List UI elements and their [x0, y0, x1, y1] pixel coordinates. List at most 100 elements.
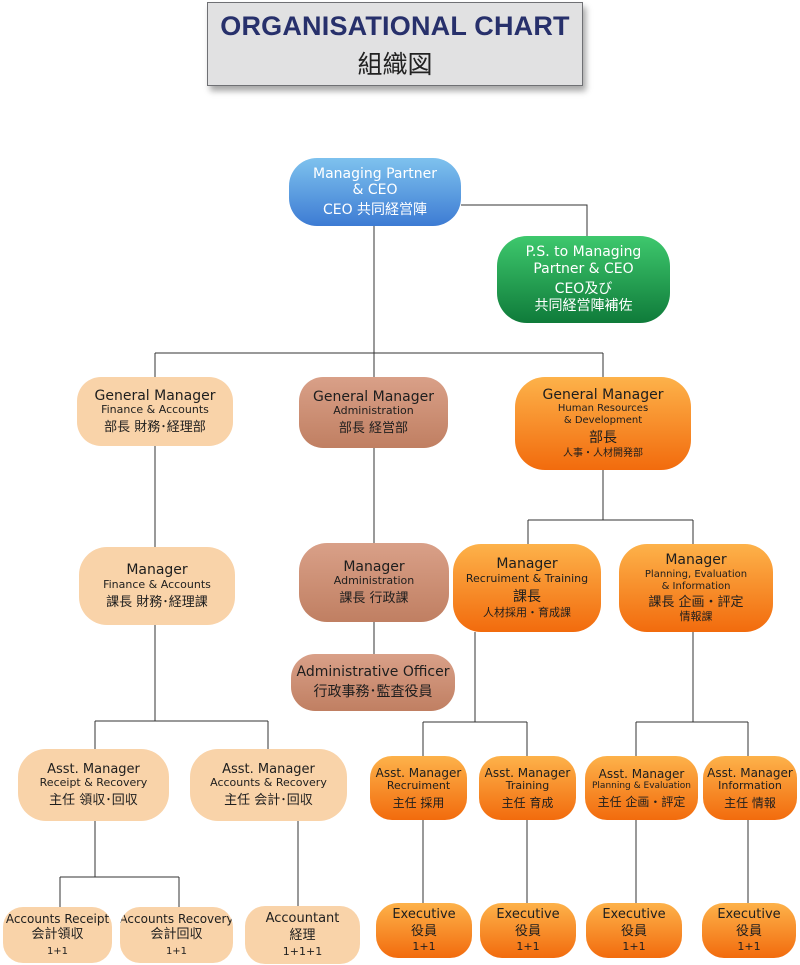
node-manager-recruitment-training: Manager Recruiment & Training 課長 人材採用・育成…: [453, 544, 601, 632]
node-title: Accounts Receipt: [5, 911, 110, 926]
node-title: Manager: [126, 562, 188, 579]
node-am-information: Asst. Manager Information 主任 情報: [703, 756, 797, 820]
node-gm-finance: General Manager Finance & Accounts 部長 財務…: [77, 377, 233, 446]
node-title: Executive: [717, 907, 781, 923]
node-japanese-2: 人材採用・育成課: [483, 606, 571, 620]
node-manager-planning-evaluation: Manager Planning, Evaluation & Informati…: [619, 544, 773, 632]
node-japanese: 主任 領収･回収: [49, 792, 138, 808]
node-subtitle: Human Resources: [557, 403, 649, 415]
node-count: 1+1: [412, 939, 436, 953]
node-title: Executive: [392, 907, 456, 923]
node-subtitle-2: & Information: [661, 580, 731, 592]
node-count: 1+1: [46, 946, 69, 958]
node-japanese: 行政事務･監査役員: [313, 684, 433, 700]
node-title: Executive: [602, 907, 666, 923]
node-japanese: 課長 財務･経理課: [106, 594, 208, 610]
node-am-accounts-recovery: Asst. Manager Accounts & Recovery 主任 会計･…: [190, 749, 347, 821]
node-title: Asst. Manager: [707, 765, 793, 780]
node-japanese: 役員: [514, 923, 541, 939]
node-subtitle-2: & Development: [563, 415, 643, 427]
node-am-training: Asst. Manager Training 主任 育成: [479, 756, 576, 820]
node-japanese: 主任 企画・評定: [597, 794, 686, 809]
chart-title-japanese: 組織図: [357, 50, 433, 79]
node-title: Executive: [496, 907, 560, 923]
node-japanese: 経理: [289, 927, 316, 943]
node-executive-4: Executive 役員 1+1: [702, 903, 796, 958]
node-subtitle: Receipt & Recovery: [39, 776, 148, 790]
node-subtitle: Planning, Evaluation: [644, 568, 748, 580]
node-subtitle: Administration: [333, 574, 415, 588]
node-japanese: 課長 企画・評定: [648, 595, 744, 611]
node-japanese: 部長 財務･経理部: [104, 420, 206, 436]
node-japanese: 課長: [513, 588, 541, 605]
node-title: Asst. Manager: [222, 761, 315, 777]
node-subtitle: Finance & Accounts: [101, 403, 209, 417]
node-am-planning-evaluation: Asst. Manager Planning & Evaluation 主任 企…: [585, 756, 698, 820]
node-count: 1+1: [622, 939, 646, 953]
title-box: ORGANISATIONAL CHART 組織図: [207, 2, 583, 86]
node-japanese: 部長: [589, 429, 617, 446]
node-count: 1+1: [737, 939, 761, 953]
node-manager-finance: Manager Finance & Accounts 課長 財務･経理課: [79, 547, 235, 625]
node-japanese: 役員: [410, 923, 437, 939]
chart-title: ORGANISATIONAL CHART: [220, 11, 570, 41]
node-am-recruitment: Asst. Manager Recruiment 主任 採用: [370, 756, 467, 820]
node-japanese: 主任 情報: [724, 795, 776, 810]
node-japanese: 役員: [620, 923, 647, 939]
node-title: General Manager: [542, 386, 664, 403]
node-japanese: 会計回収: [150, 927, 203, 943]
node-title: General Manager: [94, 387, 216, 404]
node-administrative-officer: Administrative Officer 行政事務･監査役員: [291, 654, 455, 711]
node-count: 1+1+1: [282, 944, 323, 958]
node-subtitle: Finance & Accounts: [103, 577, 211, 591]
node-title-2: Partner & CEO: [533, 260, 634, 277]
node-japanese: CEO 共同経営陣: [322, 201, 428, 218]
node-gm-human-resources: General Manager Human Resources & Develo…: [515, 377, 691, 470]
node-japanese: CEO及び: [554, 280, 613, 297]
node-japanese-2: 情報課: [679, 609, 713, 623]
node-japanese-2: 人事・人材開発部: [563, 448, 643, 460]
node-subtitle: Information: [718, 779, 782, 793]
node-subtitle: Administration: [333, 404, 414, 418]
node-title: Manager: [343, 558, 405, 575]
node-japanese: 主任 育成: [501, 795, 554, 810]
node-title: Asst. Manager: [375, 765, 462, 780]
node-subtitle: Recruiment: [386, 779, 451, 793]
node-accounts-receipt: Accounts Receipt 会計領収 1+1: [3, 907, 112, 963]
node-count: 1+1: [516, 939, 540, 953]
node-title: Asst. Manager: [484, 765, 571, 780]
node-executive-2: Executive 役員 1+1: [480, 903, 576, 958]
node-title: General Manager: [313, 388, 434, 405]
node-am-receipt-recovery: Asst. Manager Receipt & Recovery 主任 領収･回…: [18, 749, 169, 821]
node-manager-administration: Manager Administration 課長 行政課: [299, 543, 449, 622]
node-japanese: 会計領収: [31, 927, 84, 943]
node-title: Managing Partner: [313, 165, 437, 182]
node-managing-partner-ceo: Managing Partner & CEO CEO 共同経営陣: [289, 158, 461, 226]
node-title: Manager: [496, 556, 558, 573]
node-japanese: 部長 経営部: [338, 421, 409, 437]
node-title-2: & CEO: [352, 182, 398, 199]
node-ps-to-managing-partner: P.S. to Managing Partner & CEO CEO及び 共同経…: [497, 236, 670, 323]
node-count: 1+1: [165, 946, 188, 958]
connector-ceo-ps: [461, 204, 588, 237]
node-japanese: 主任 採用: [392, 795, 445, 810]
node-title: Manager: [665, 552, 727, 569]
node-subtitle: Accounts & Recovery: [210, 776, 327, 790]
node-japanese-2: 共同経営陣補佐: [534, 298, 633, 315]
node-title: Accounts Recovery: [120, 911, 233, 926]
node-title: P.S. to Managing: [525, 244, 642, 261]
node-accountant: Accountant 経理 1+1+1: [245, 906, 360, 964]
node-executive-3: Executive 役員 1+1: [586, 903, 682, 958]
node-japanese: 役員: [735, 923, 762, 939]
node-title: Administrative Officer: [296, 664, 450, 681]
node-subtitle: Recruiment & Training: [465, 571, 589, 585]
node-title: Asst. Manager: [47, 761, 140, 777]
node-japanese: 主任 会計･回収: [224, 792, 313, 808]
node-title: Accountant: [265, 911, 340, 927]
node-title: Asst. Manager: [598, 767, 685, 782]
node-executive-1: Executive 役員 1+1: [376, 903, 472, 958]
node-subtitle: Planning & Evaluation: [592, 781, 691, 792]
node-japanese: 課長 行政課: [339, 591, 409, 607]
node-gm-administration: General Manager Administration 部長 経営部: [299, 377, 448, 448]
